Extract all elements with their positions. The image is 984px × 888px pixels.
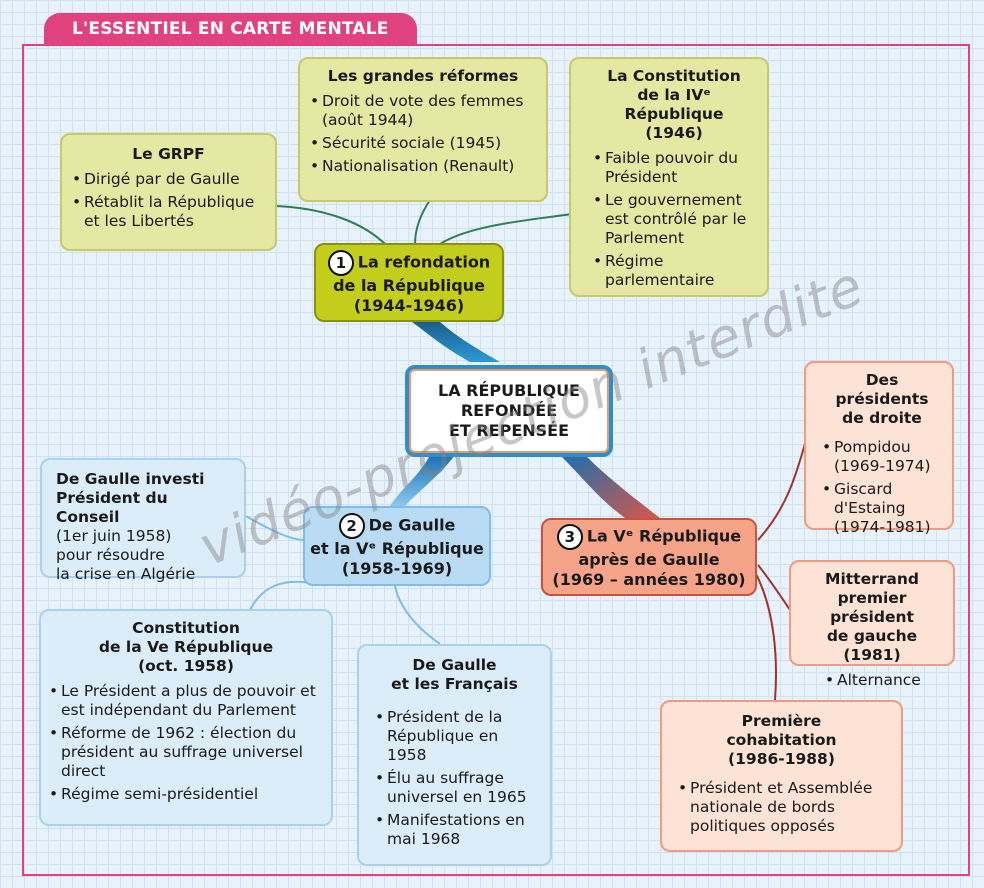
mitterrand-item: Alternance (823, 671, 947, 690)
link-hub3-mitterrand (757, 564, 791, 611)
reformes-title: Les grandes réformes (327, 67, 519, 85)
droite-item: Giscard d'Estaing (1974-1981) (820, 480, 944, 537)
link-hub3-droite (757, 439, 807, 541)
constitution4-box: La Constitution de la IVᵉ République (19… (569, 57, 769, 297)
constitution5-box: Constitution de la Ve République (oct. 1… (39, 609, 333, 826)
constitution4-title: La Constitution de la IVᵉ République (19… (607, 67, 741, 142)
link-hub1-const4 (439, 213, 573, 245)
center-node: LA RÉPUBLIQUE REFONDÉE ET REPENSÉE (405, 365, 613, 457)
number-1-badge: 1 (327, 249, 354, 276)
francais-item: Élu au suffrage universel en 1965 (373, 769, 536, 807)
grpf-title: Le GRPF (132, 145, 205, 163)
link-center-hub1 (412, 322, 500, 362)
cohabitation-item: Président et Assemblée nationale de bord… (676, 779, 887, 836)
constitution4-item: Régime parlementaire (591, 252, 757, 290)
mitterrand-title: Mitterrand premier président de gauche (… (825, 570, 919, 664)
grpf-item: Rétablit la République et les Libertés (70, 193, 267, 231)
grpf-item: Dirigé par de Gaulle (70, 170, 267, 189)
reformes-box: Les grandes réformes Droit de vote des f… (298, 57, 548, 202)
droite-item: Pompidou (1969-1974) (820, 438, 944, 476)
francais-box: De Gaulle et les Français Président de l… (357, 644, 552, 866)
number-2-badge: 2 (338, 513, 365, 539)
reformes-item: Droit de vote des femmes (août 1944) (308, 92, 538, 130)
constitution5-item: Réforme de 1962 : élection du président … (47, 724, 325, 781)
francais-item: Président de la République en 1958 (373, 708, 536, 765)
constitution4-item: Faible pouvoir du Président (591, 149, 757, 187)
link-hub3-cohabitation (754, 571, 777, 701)
mind-map-frame (22, 44, 970, 876)
number-3-badge: 3 (556, 524, 583, 550)
link-hub2-francais (394, 585, 441, 645)
droite-title: Des présidents de droite (835, 371, 929, 427)
grpf-box: Le GRPF Dirigé par de Gaulle Rétablit la… (60, 133, 277, 251)
link-hub1-reformes (414, 199, 431, 245)
constitution5-item: Régime semi-présidentiel (47, 785, 325, 804)
constitution5-title: Constitution de la Ve République (oct. 1… (98, 619, 274, 675)
constitution4-item: Le gouvernement est contrôlé par le Parl… (591, 191, 757, 248)
investi-box: De Gaulle investi Président du Conseil (… (40, 458, 246, 583)
francais-title: De Gaulle et les Français (391, 656, 518, 693)
francais-item: Manifestations en mai 1968 (373, 811, 536, 849)
reformes-item: Nationalisation (Renault) (308, 157, 538, 176)
droite-box: Des présidents de droite Pompidou (1969-… (804, 361, 954, 536)
mitterrand-box: Mitterrand premier président de gauche (… (789, 560, 955, 690)
reformes-item: Sécurité sociale (1945) (308, 134, 538, 153)
page-header: L'ESSENTIEL EN CARTE MENTALE (44, 13, 417, 45)
cohabitation-box: Première cohabitation (1986-1988) Présid… (660, 700, 903, 852)
constitution5-item: Le Président a plus de pouvoir et est in… (47, 682, 325, 720)
cohabitation-title: Première cohabitation (1986-1988) (726, 712, 837, 768)
link-hub2-const5 (249, 580, 321, 611)
link-center-hub3 (560, 455, 660, 518)
link-hub1-grpf (275, 205, 386, 245)
link-center-hub2 (390, 455, 455, 506)
link-hub2-investi (243, 514, 306, 541)
